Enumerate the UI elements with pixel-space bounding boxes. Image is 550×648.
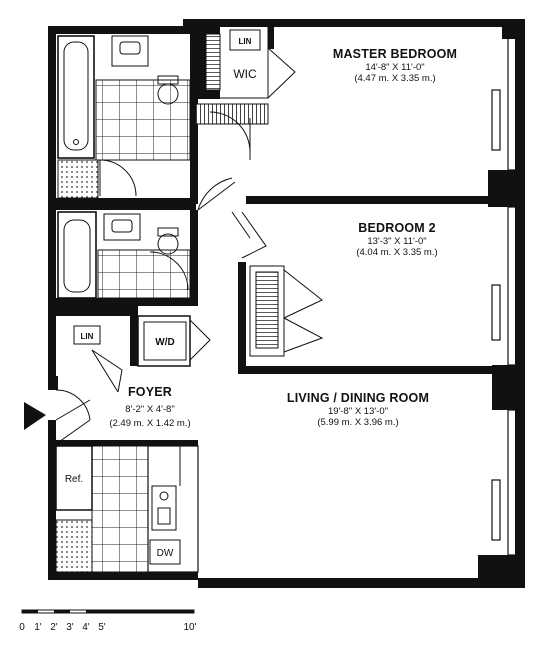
bedroom-2-name: BEDROOM 2: [358, 221, 436, 235]
fixture-labels: WIC LIN LIN W/D Ref. DW: [65, 37, 257, 559]
living-dining-dim-metric: (5.99 m. X 3.96 m.): [317, 417, 398, 428]
dishwasher-label: DW: [157, 548, 174, 559]
laundry-closet: [73, 315, 211, 393]
scale-tick-label: 10': [183, 622, 196, 633]
bathroom-1: [57, 35, 191, 199]
scale-tick-label: 0: [19, 622, 25, 633]
linen-top-label: LIN: [239, 37, 252, 46]
bathtub-1: [57, 35, 95, 159]
scale-tick-label: 2': [50, 622, 58, 633]
room-labels: MASTER BEDROOM 14'-8" X 11'-0" (4.47 m. …: [109, 47, 457, 429]
bathroom-2: [57, 211, 191, 299]
scale-bar: 0 1' 2' 3' 4' 5' 10': [19, 609, 197, 633]
master-bedroom-dim-metric: (4.47 m. X 3.35 m.): [354, 73, 435, 84]
sink-1: [111, 35, 149, 67]
bedroom-2-dim-imperial: 13'-3" X 11'-0": [367, 236, 426, 247]
foyer-dim-imperial: 8'-2" X 4'-8": [125, 404, 174, 415]
toilet-2: [157, 227, 179, 255]
scale-tick-label: 3': [66, 622, 74, 633]
living-dining-name: LIVING / DINING ROOM: [287, 391, 429, 405]
toilet-1: [157, 75, 179, 105]
walk-in-closet: [195, 25, 296, 160]
foyer-name: FOYER: [128, 385, 172, 399]
entry-arrow-icon: [24, 402, 46, 430]
linen-closet-top: [229, 29, 261, 51]
washer-dryer-label: W/D: [155, 337, 174, 348]
sink-2: [103, 213, 141, 241]
bathtub-2: [57, 211, 97, 299]
foyer-dim-metric: (2.49 m. X 1.42 m.): [109, 418, 190, 429]
master-bedroom-dim-imperial: 14'-8" X 11'-0": [365, 62, 424, 73]
door-swings: [197, 177, 267, 259]
linen-foyer-label: LIN: [81, 332, 94, 341]
bedroom-2-closet: [249, 265, 324, 357]
scale-tick-label: 1': [34, 622, 42, 633]
scale-tick-label: 4': [82, 622, 90, 633]
kitchen: [55, 445, 199, 573]
master-bedroom-name: MASTER BEDROOM: [333, 47, 457, 61]
scale-tick-label: 5': [98, 622, 106, 633]
interior-walls: [48, 34, 508, 446]
entry-door: [55, 389, 91, 445]
windows: [491, 29, 517, 556]
wic-label: WIC: [233, 67, 257, 81]
bedroom-2-dim-metric: (4.04 m. X 3.35 m.): [356, 247, 437, 258]
living-dining-dim-imperial: 19'-8" X 13'-0": [328, 406, 388, 417]
refrigerator-label: Ref.: [65, 474, 83, 485]
